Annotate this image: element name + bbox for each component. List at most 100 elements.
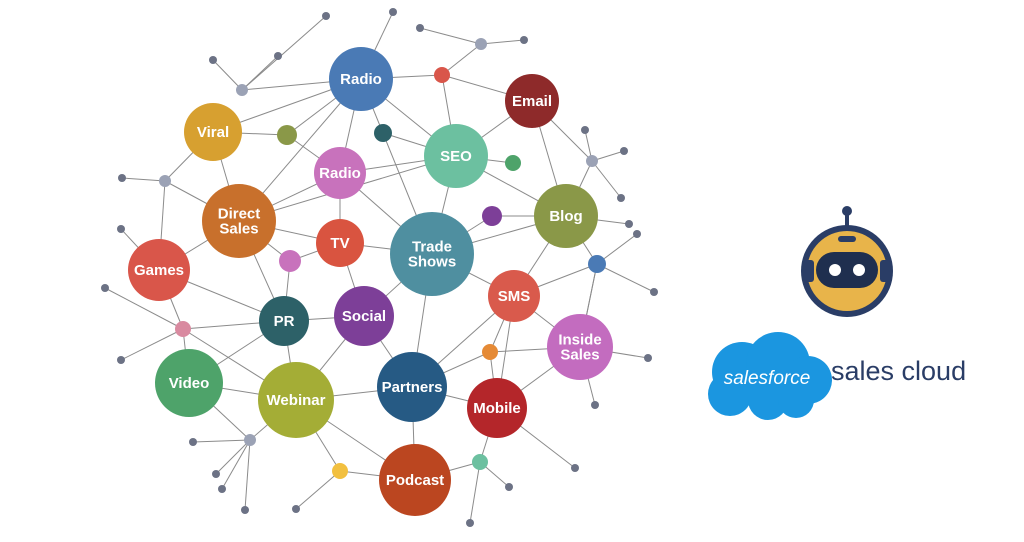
edge-m-leaf: [419, 27, 482, 45]
node-label: Podcast: [386, 472, 444, 489]
connector-dot-o: [159, 175, 171, 187]
node-label: Radio: [319, 165, 361, 182]
edge-p-leaf: [215, 439, 251, 475]
node-circle: [390, 212, 474, 296]
leaf-dot: [620, 147, 628, 155]
node-blog: Blog: [534, 184, 598, 248]
connector-dot-n: [586, 155, 598, 167]
node-label: Sales: [219, 221, 258, 238]
edge-l-leaf: [241, 15, 327, 91]
leaf-dot: [292, 505, 300, 513]
connector-dot-k: [472, 454, 488, 470]
edge-k-leaf: [469, 461, 481, 524]
connector-dot-d: [505, 155, 521, 171]
node-circle: [379, 444, 451, 516]
connector-dot-l: [236, 84, 248, 96]
node-seo: SEO: [424, 124, 488, 188]
node-pr: PR: [259, 296, 309, 346]
node-mobile: Mobile: [467, 378, 527, 438]
robot-mascot-icon: [801, 206, 893, 317]
node-circle: [329, 47, 393, 111]
leaf-dot: [644, 354, 652, 362]
leaf-dot: [650, 288, 658, 296]
salesforce-logo: salesforce: [708, 332, 832, 420]
node-label: Partners: [382, 379, 443, 396]
node-circle: [505, 74, 559, 128]
edge-o-leaf: [121, 177, 166, 182]
leaf-dot: [322, 12, 330, 20]
salesforce-wordmark: salesforce: [724, 368, 811, 389]
leaf-dot: [101, 284, 109, 292]
node-circle: [259, 296, 309, 346]
edge-l-leaf: [241, 55, 279, 91]
node-circle: [488, 270, 540, 322]
connector-dot-p: [244, 434, 256, 446]
leaf-dot: [274, 52, 282, 60]
node-games: Games: [128, 239, 190, 301]
edge-m-leaf: [480, 39, 525, 45]
node-label: Video: [169, 375, 210, 392]
node-circle: [424, 124, 488, 188]
connector-dot-i: [482, 344, 498, 360]
leaf-dot: [625, 220, 633, 228]
connector-dot-h: [175, 321, 191, 337]
node-circle: [377, 352, 447, 422]
node-label: Mobile: [473, 400, 521, 417]
edge-h-leaf: [120, 328, 184, 361]
node-label: SEO: [440, 148, 472, 165]
leaf-dot: [117, 356, 125, 364]
node-label: Trade: [412, 239, 452, 256]
node-circle: [316, 219, 364, 267]
leaf-dot: [212, 470, 220, 478]
node-label: Direct: [218, 206, 261, 223]
node-label: Webinar: [267, 392, 326, 409]
node-label: Games: [134, 262, 184, 279]
leaf-dot: [189, 438, 197, 446]
leaf-dot: [117, 225, 125, 233]
connector-dot-c: [374, 124, 392, 142]
node-label: Social: [342, 308, 386, 325]
node-label: TV: [330, 235, 349, 252]
network-channel-nodes: RadioEmailViralSEORadioBlogDirectSalesTV…: [128, 47, 613, 516]
leaf-dot: [416, 24, 424, 32]
connector-dot-f: [279, 250, 301, 272]
node-circle: [534, 184, 598, 248]
node-circle: [202, 184, 276, 258]
node-label: Shows: [408, 254, 456, 271]
connector-dot-m: [475, 38, 487, 50]
leaf-dot: [389, 8, 397, 16]
leaf-dot: [209, 56, 217, 64]
product-name: sales cloud: [831, 356, 966, 386]
node-circle: [334, 286, 394, 346]
node-tv: TV: [316, 219, 364, 267]
edge-n-leaf: [591, 160, 622, 199]
node-label: Sales: [560, 347, 599, 364]
node-radio-top: Radio: [329, 47, 393, 111]
leaf-dot: [241, 506, 249, 514]
leaf-dot: [581, 126, 589, 134]
node-circle: [547, 314, 613, 380]
edge-h-leaf: [104, 287, 184, 330]
node-label: Viral: [197, 124, 229, 141]
node-label: PR: [274, 313, 295, 330]
edge-p-leaf: [192, 439, 251, 443]
node-partners: Partners: [377, 352, 447, 422]
node-circle: [155, 349, 223, 417]
node-email: Email: [505, 74, 559, 128]
leaf-dot: [617, 194, 625, 202]
connector-dot-a: [434, 67, 450, 83]
node-video: Video: [155, 349, 223, 417]
node-viral: Viral: [184, 103, 242, 161]
edge-p-leaf: [221, 439, 251, 490]
leaf-dot: [633, 230, 641, 238]
leaf-dot: [466, 519, 474, 527]
leaf-dot: [520, 36, 528, 44]
edge-l-leaf: [212, 59, 243, 91]
leaf-dot: [218, 485, 226, 493]
node-podcast: Podcast: [379, 444, 451, 516]
node-label: Radio: [340, 71, 382, 88]
node-label: Inside: [558, 332, 601, 349]
connector-dot-e: [482, 206, 502, 226]
